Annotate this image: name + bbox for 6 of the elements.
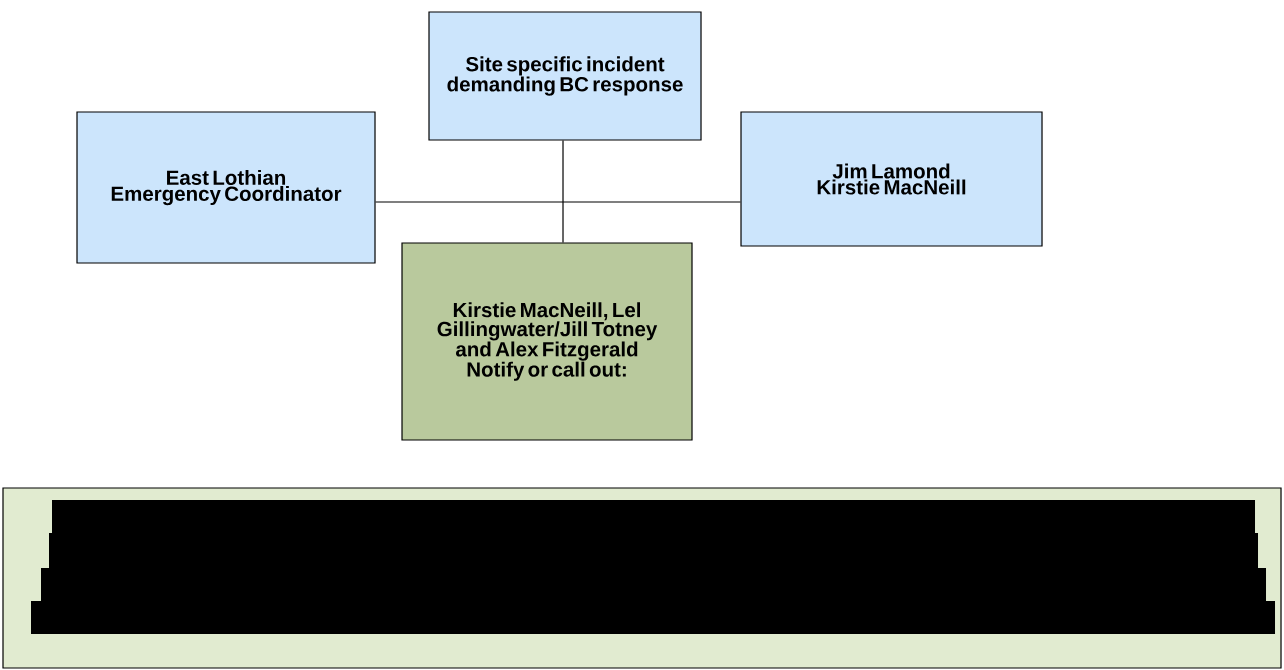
connector-line — [375, 201, 741, 203]
connector-line — [562, 140, 564, 243]
process-box: East Lothian Emergency Coordinator — [76, 111, 376, 264]
process-box: Jim Lamond Kirstie MacNeill — [740, 111, 1043, 247]
process-box: Kirstie MacNeill, Lel Gillingwater/Jill Totney and Alex Fitzgerald Notify or call out: — [401, 242, 693, 441]
process-box: Site specific incident demanding BC response — [428, 11, 702, 141]
